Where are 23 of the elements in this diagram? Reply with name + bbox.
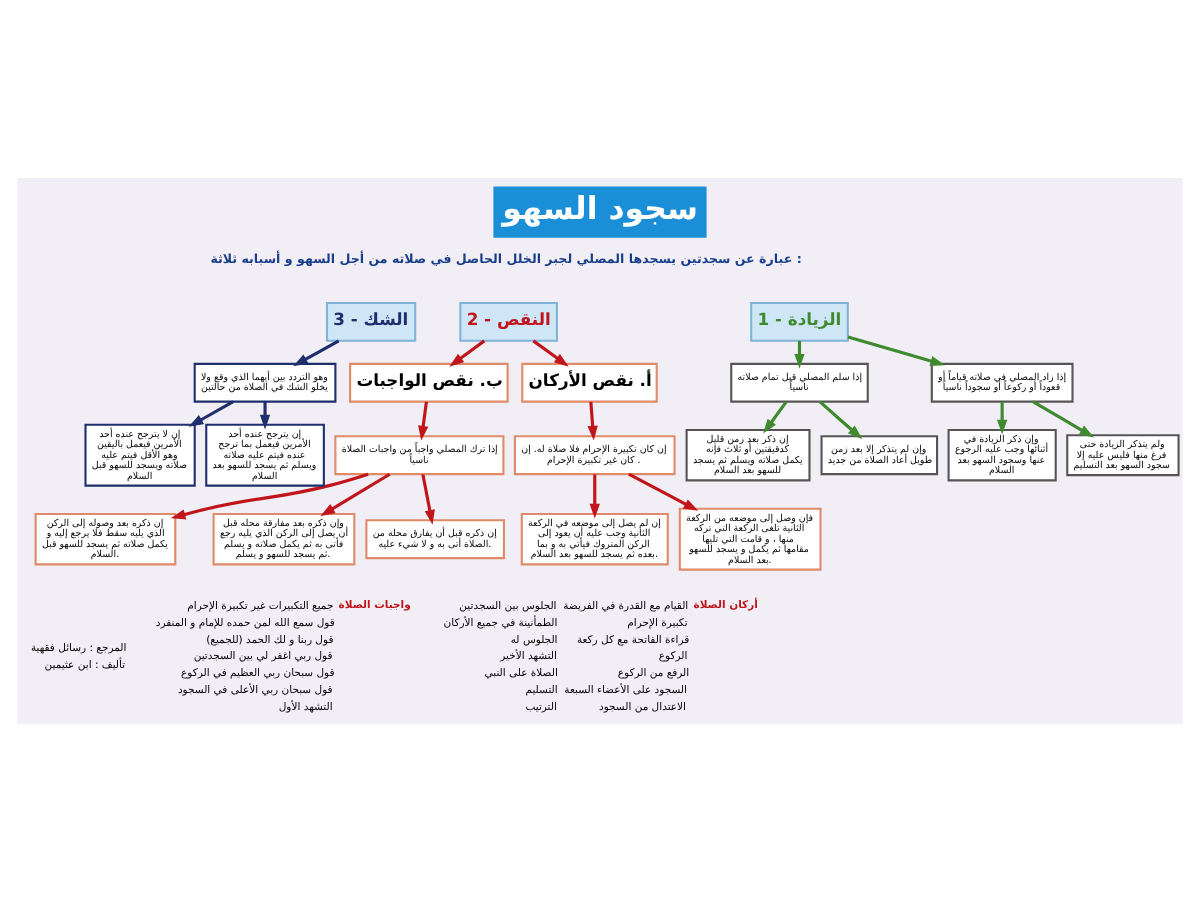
diagram-title: سجود السهو (502, 188, 698, 227)
arrow (188, 399, 234, 426)
arrow (320, 471, 391, 516)
node-box: 2 - النقص (459, 300, 558, 341)
arrow (1032, 399, 1095, 437)
arrow (170, 471, 369, 519)
arrow (418, 400, 429, 440)
arrow (847, 334, 946, 365)
node-box: ب. نقص الواجبات (349, 361, 509, 402)
arrow (628, 471, 699, 510)
arrow (763, 400, 788, 433)
arrow (589, 473, 600, 518)
arrow (259, 400, 271, 429)
arrow (532, 338, 569, 366)
node-box: 1 - الزيادة (750, 300, 849, 341)
arrow (293, 338, 340, 366)
node-box: أ. نقص الأركان (521, 361, 658, 402)
arrow (997, 400, 1008, 434)
arrow (587, 400, 598, 440)
arrow (819, 399, 863, 439)
arrow (421, 473, 435, 524)
arrow (449, 338, 486, 366)
node-box: 3 - الشك (325, 300, 417, 341)
